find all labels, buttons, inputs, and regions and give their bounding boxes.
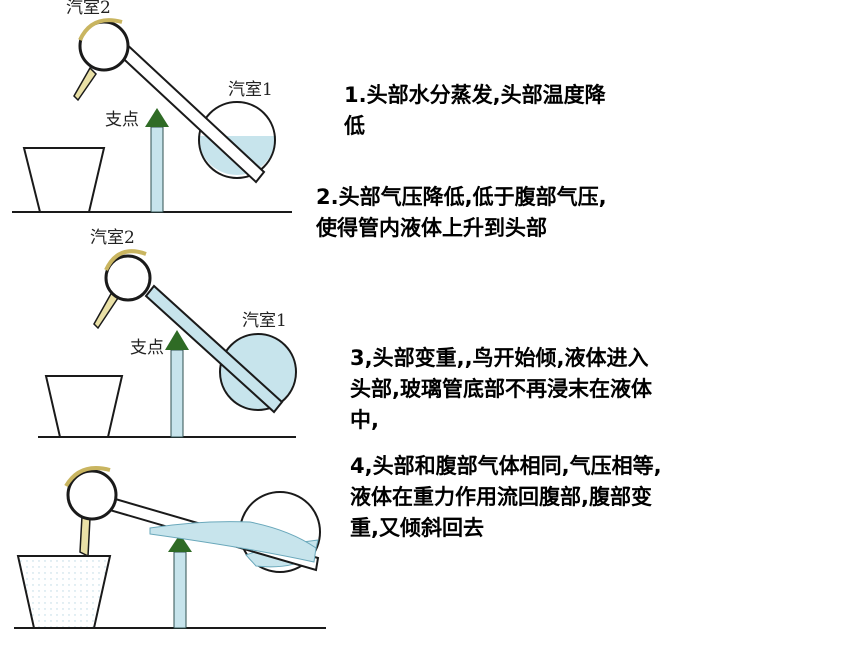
beak-3: [79, 515, 91, 558]
water-cup-1: [22, 147, 106, 213]
step-3-line: 头部,玻璃管底部不再浸末在液体: [350, 377, 652, 401]
beak-1: [73, 66, 97, 102]
step-1-line: 1.头部水分蒸发,头部温度降: [344, 83, 606, 107]
fulcrum-label: 支点: [105, 110, 139, 130]
fulcrum-arrow-3: [168, 534, 192, 552]
fulcrum-arrow-2: [165, 330, 189, 350]
step-4-line: 重,又倾斜回去: [350, 516, 484, 540]
step-1-text: 1.头部水分蒸发,头部温度降 低: [344, 80, 804, 142]
fulcrum-label: 支点: [130, 338, 164, 358]
fulcrum-arrow-1: [145, 108, 169, 127]
step-1-line: 低: [344, 114, 365, 138]
step-4-text: 4,头部和腹部气体相同,气压相等, 液体在重力作用流回腹部,腹部变 重,又倾斜回…: [350, 451, 830, 544]
fulcrum-stand-2: [170, 349, 184, 438]
fulcrum-stand-1: [150, 126, 164, 213]
head-bulb-3: [66, 469, 118, 521]
tube-water-3: [149, 521, 317, 563]
step-2-line: 使得管内液体上升到头部: [316, 216, 547, 240]
step-4-line: 4,头部和腹部气体相同,气压相等,: [350, 454, 662, 478]
head-hat-2: [104, 249, 147, 271]
head-bulb-2: [104, 254, 152, 302]
chamber-1-label: 汽室1: [228, 80, 273, 100]
glass-tube-2: [144, 284, 284, 414]
water-cup-2: [44, 375, 124, 438]
step-3-line: 3,头部变重,,鸟开始倾,液体进入: [350, 346, 649, 370]
chamber-1-label: 汽室1: [242, 311, 287, 331]
body-bulb-1: [198, 101, 276, 179]
step-3-text: 3,头部变重,,鸟开始倾,液体进入 头部,玻璃管底部不再浸末在液体 中,: [350, 343, 830, 436]
chamber-2-label: 汽室2: [66, 0, 111, 18]
fulcrum-stand-3: [173, 551, 187, 629]
beak-2: [93, 290, 119, 330]
head-hat-1: [78, 18, 123, 41]
step-4-line: 液体在重力作用流回腹部,腹部变: [350, 485, 652, 509]
step-2-line: 2.头部气压降低,低于腹部气压,: [316, 185, 607, 209]
step-3-line: 中,: [350, 408, 379, 432]
step-2-text: 2.头部气压降低,低于腹部气压, 使得管内液体上升到头部: [316, 182, 816, 244]
bird-diagram-2: [38, 249, 297, 438]
water-cup-3: [16, 555, 112, 629]
bird-diagram-3: [14, 466, 326, 629]
head-hat-3: [64, 466, 111, 488]
body-bulb-2: [219, 333, 297, 411]
chamber-2-label: 汽室2: [90, 228, 135, 248]
bird-diagram-1: [12, 18, 292, 213]
